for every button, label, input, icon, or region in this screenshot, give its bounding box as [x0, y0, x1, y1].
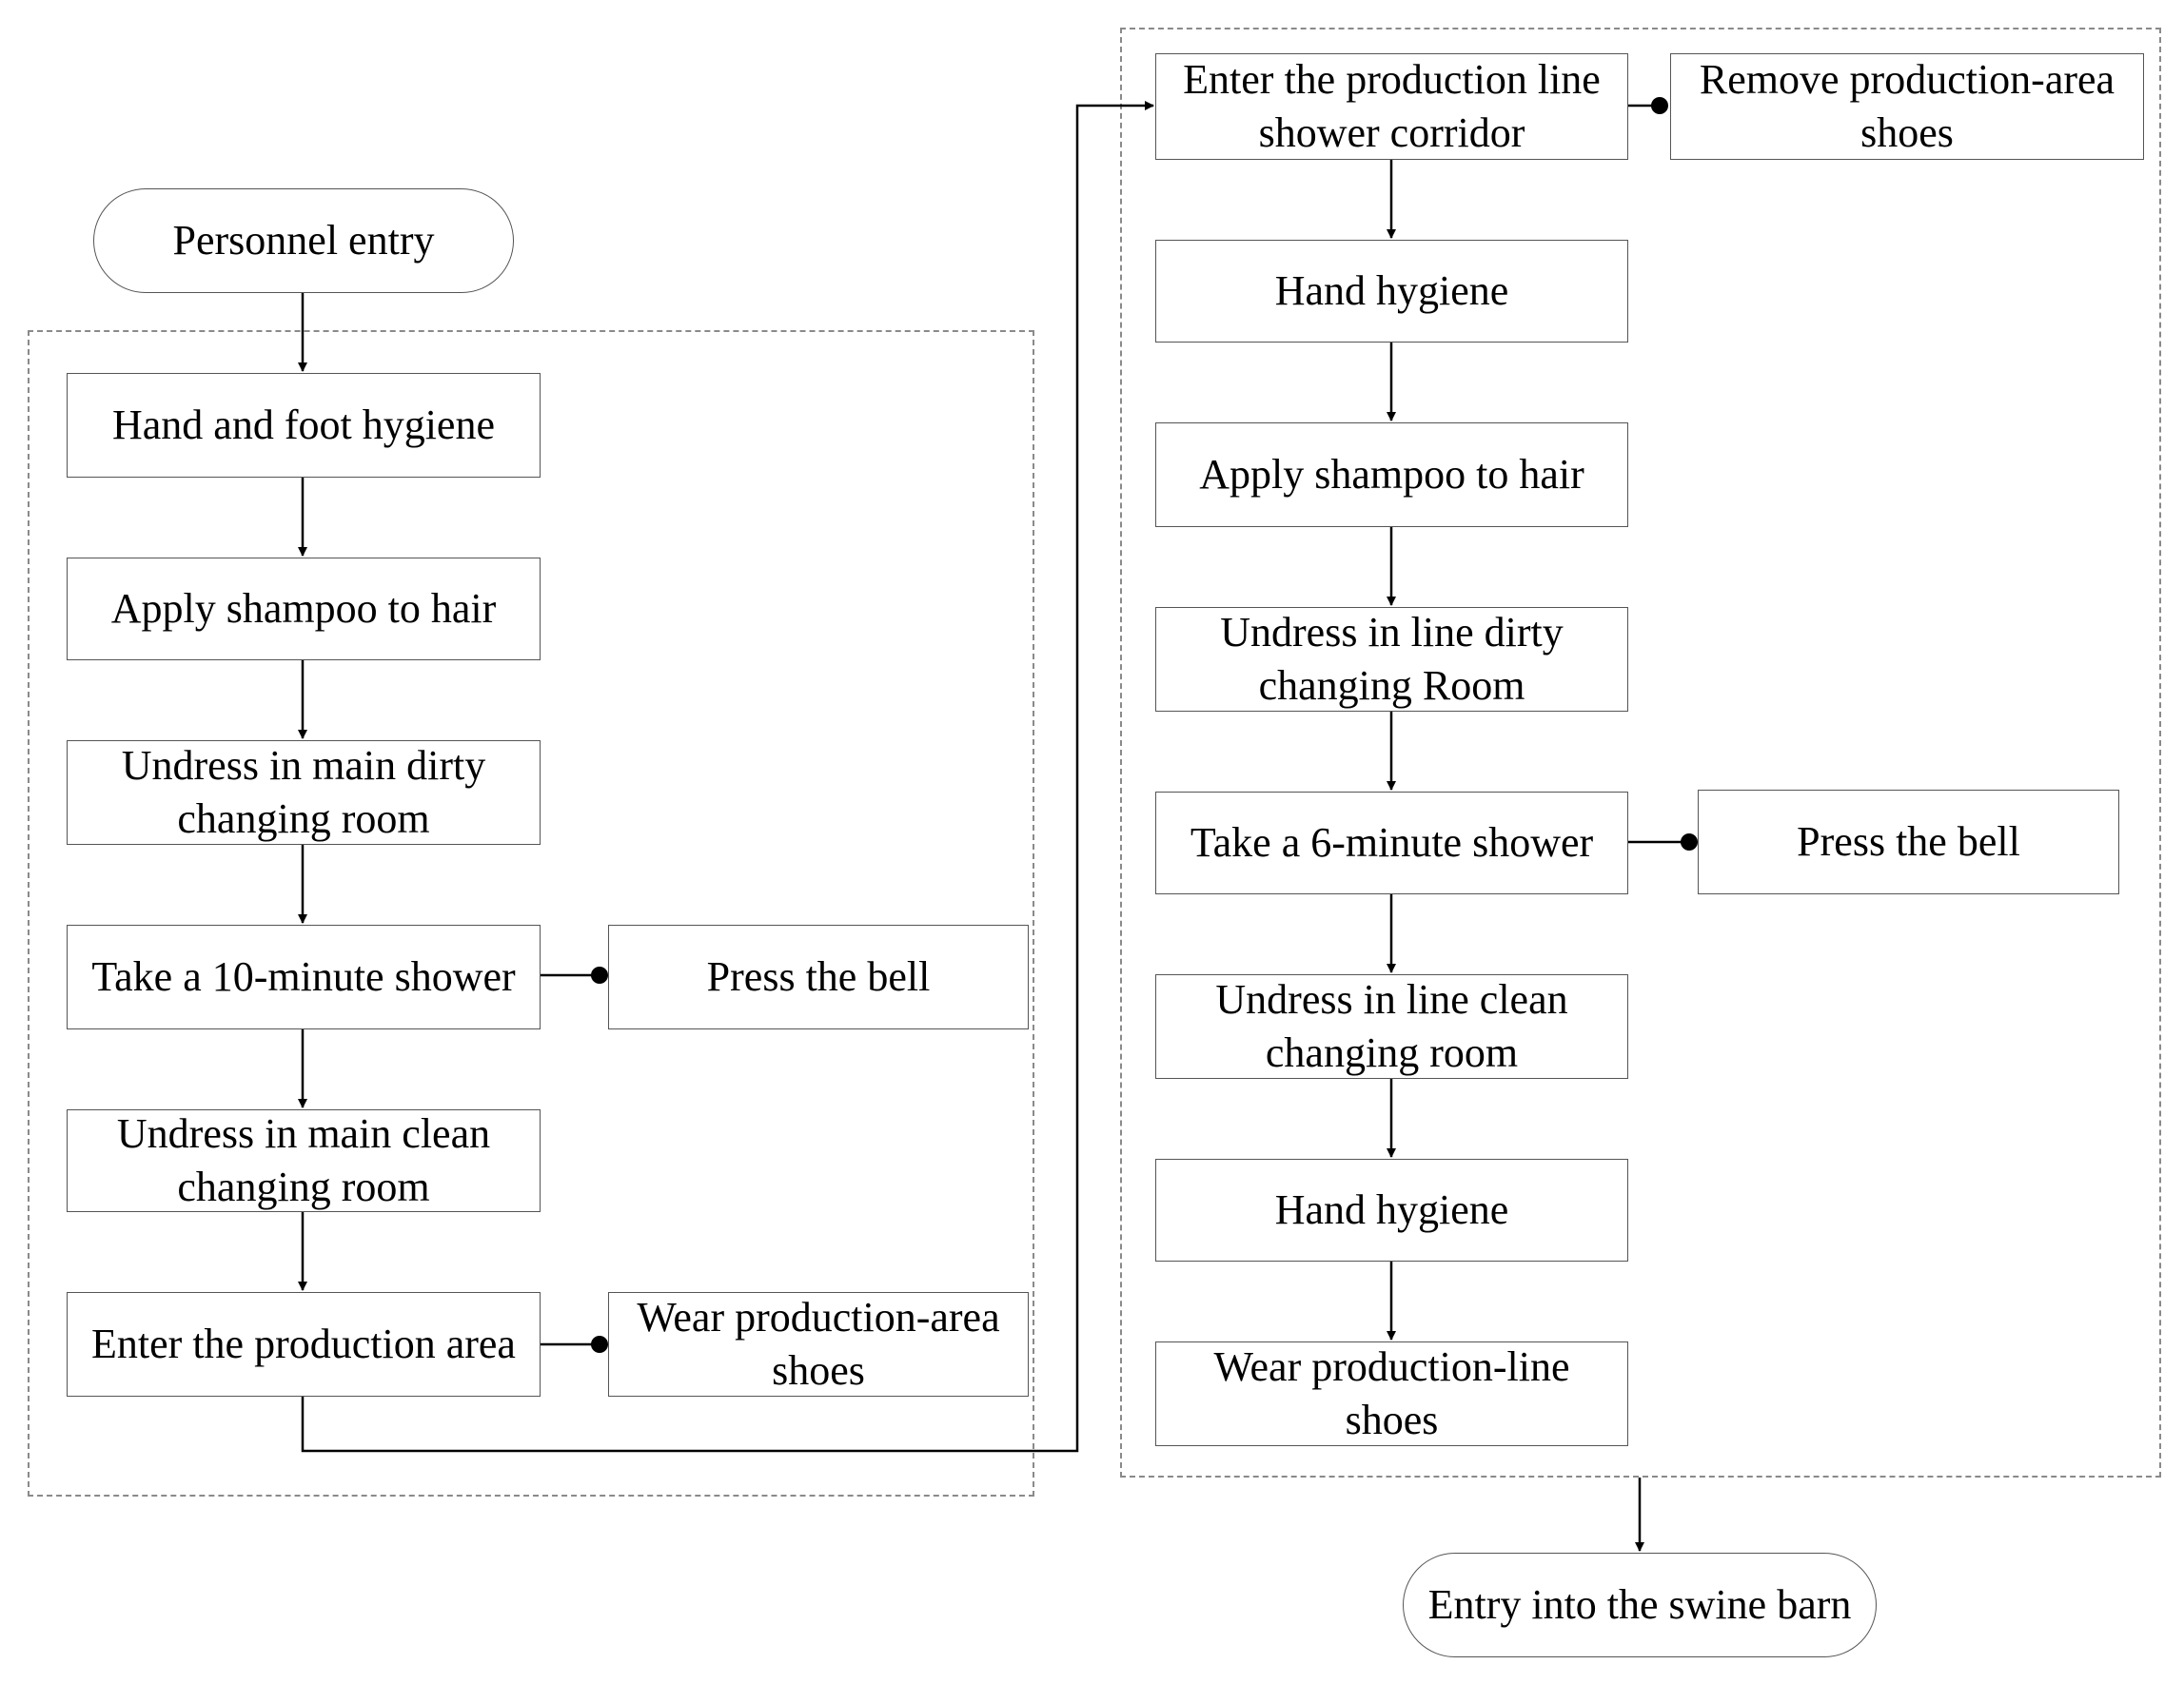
step-remove-area-shoes: Remove production-area shoes: [1670, 53, 2144, 160]
step-label: Hand hygiene: [1274, 1186, 1509, 1233]
step-label: Apply shampoo to hair: [1199, 451, 1584, 498]
dot-shoes-left: [591, 1336, 608, 1353]
step-undress-line-dirty: Undress in line dirty changing Room: [1155, 607, 1628, 712]
step-enter-production-area: Enter the production area: [67, 1292, 541, 1397]
start-terminal: Personnel entry: [93, 188, 514, 293]
step-label: Hand hygiene: [1274, 267, 1509, 314]
dot-bell-right: [1681, 833, 1698, 851]
step-hand-hygiene-line-1: Hand hygiene: [1155, 240, 1628, 343]
step-label: Take a 10-minute shower: [91, 953, 516, 1000]
arrow-area-to-corridor: [301, 101, 1154, 1453]
step-hand-hygiene-line-2: Hand hygiene: [1155, 1159, 1628, 1262]
step-label: Press the bell: [1797, 818, 2020, 865]
dot-remove-shoes: [1651, 97, 1668, 114]
step-label: Enter the production line shower corrido…: [1183, 56, 1601, 156]
step-enter-line-corridor: Enter the production line shower corrido…: [1155, 53, 1628, 160]
step-undress-main-dirty: Undress in main dirty changing room: [67, 740, 541, 845]
step-label: Undress in line clean changing room: [1215, 976, 1568, 1076]
step-hand-foot-hygiene: Hand and foot hygiene: [67, 373, 541, 478]
step-undress-line-clean: Undress in line clean changing room: [1155, 974, 1628, 1079]
start-label: Personnel entry: [172, 217, 435, 264]
step-apply-shampoo-line: Apply shampoo to hair: [1155, 422, 1628, 527]
step-wear-area-shoes: Wear production-area shoes: [608, 1292, 1029, 1397]
dot-bell-left: [591, 967, 608, 984]
step-label: Take a 6-minute shower: [1190, 819, 1594, 866]
production-line-group: [1120, 28, 2161, 1478]
main-area-group: [28, 330, 1034, 1497]
end-label: Entry into the swine barn: [1427, 1581, 1852, 1628]
step-undress-main-clean: Undress in main clean changing room: [67, 1109, 541, 1212]
step-press-bell-main: Press the bell: [608, 925, 1029, 1029]
step-shower-6-min: Take a 6-minute shower: [1155, 792, 1628, 894]
step-label: Undress in main clean changing room: [116, 1110, 491, 1210]
step-press-bell-line: Press the bell: [1698, 790, 2119, 894]
step-label: Remove production-area shoes: [1699, 56, 2115, 156]
step-label: Undress in main dirty changing room: [121, 742, 486, 842]
step-apply-shampoo: Apply shampoo to hair: [67, 558, 541, 660]
step-label: Wear production-line shoes: [1213, 1343, 1570, 1443]
step-wear-line-shoes: Wear production-line shoes: [1155, 1341, 1628, 1446]
step-shower-10-min: Take a 10-minute shower: [67, 925, 541, 1029]
step-label: Wear production-area shoes: [637, 1294, 1000, 1394]
step-label: Hand and foot hygiene: [112, 401, 495, 448]
end-terminal: Entry into the swine barn: [1403, 1553, 1877, 1657]
step-label: Apply shampoo to hair: [110, 585, 497, 632]
step-label: Enter the production area: [91, 1321, 516, 1367]
step-label: Press the bell: [706, 953, 931, 1000]
step-label: Undress in line dirty changing Room: [1220, 609, 1564, 709]
